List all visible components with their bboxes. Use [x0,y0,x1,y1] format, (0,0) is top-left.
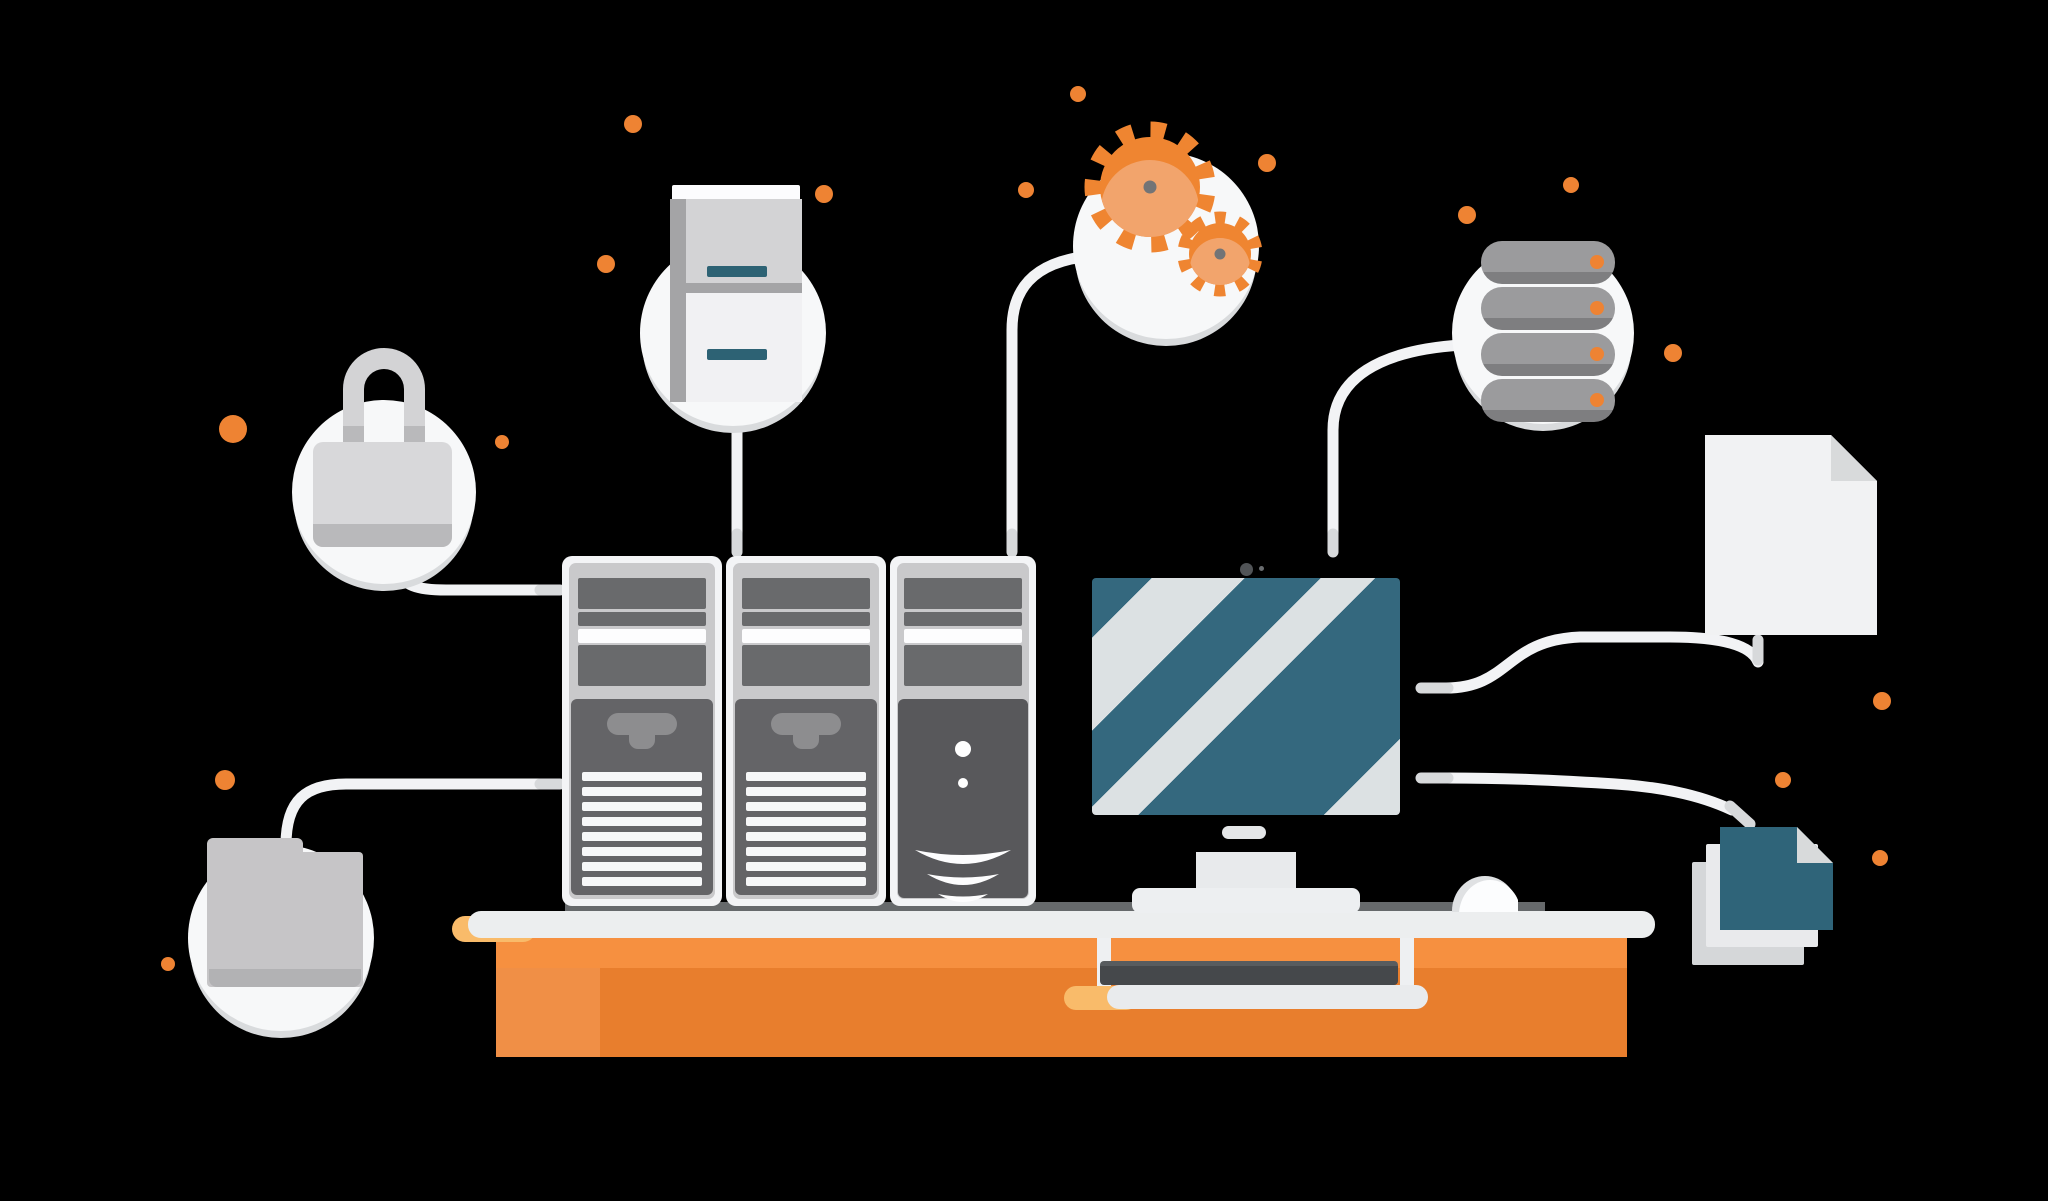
orange-dot [1258,154,1276,172]
padlock-base [313,524,452,547]
desk-back-edge [565,902,1545,912]
orange-dot [1563,177,1579,193]
orange-dot [1070,86,1086,102]
speaker-arcs-icon [915,850,1011,902]
vent-slat [746,772,866,781]
desk-front [496,968,1627,1057]
line-database-to-monitor [1327,339,1468,540]
directory-bubble [188,838,374,1031]
keyboard [1100,961,1398,985]
reset-button [958,778,968,788]
power-button [955,741,971,757]
monitor-neck [1196,852,1296,890]
monitor-base [1132,888,1360,913]
desk-front-top [496,938,1627,968]
processing-bubble [1073,121,1263,339]
line-monitor-to-docstack [1440,772,1738,816]
webcam-led [1259,566,1264,571]
desktop-monitor [1073,556,1419,852]
webcam-icon [1240,563,1253,576]
drive-led [1590,255,1604,269]
padlock-shackle-tip [343,426,364,442]
drive-led [1590,301,1604,315]
orange-dot [1018,182,1034,198]
archive-bubble [640,185,826,426]
tower-handle [607,713,677,735]
orange-dot [1458,206,1476,224]
drive-bay-light [578,629,706,643]
line-gears-to-server [1006,250,1096,540]
drive-led [1590,347,1604,361]
tower-handle [771,713,841,735]
tray-hanger [1400,938,1414,988]
server-tower-2 [726,556,886,906]
drive-led [1590,393,1604,407]
orange-dot [495,435,509,449]
drive-bay [904,645,1022,686]
orange-dot [597,255,615,273]
cabinet-side [670,199,686,402]
padlock-shackle-tip [404,426,425,442]
desk-side-panel [496,968,600,1057]
line-folder-to-server [280,778,546,851]
drive-bay [742,645,870,686]
orange-dot [624,115,642,133]
orange-dot [1873,692,1891,710]
drive-bay-light [742,629,870,643]
folder-base [209,969,361,987]
orange-dot [1872,850,1888,866]
orange-dot [219,415,247,443]
drive-bay-light [904,629,1022,643]
drive-bay [578,578,706,609]
security-bubble [292,348,476,584]
drive-bay [904,612,1022,626]
orange-dot [815,185,833,203]
cabinet-divider [670,283,802,293]
drive-bay [578,612,706,626]
drive-bay [904,578,1022,609]
drawer-handle [707,266,767,277]
orange-dot [215,770,235,790]
drive-bay [742,612,870,626]
keyboard-tray [1107,985,1428,1009]
storage-bubble [1452,241,1634,424]
padlock-shackle-icon [343,348,425,442]
orange-dot [161,957,175,971]
vent-slat [582,772,702,781]
line-monitor-to-document [1440,631,1764,694]
drive-bay [578,645,706,686]
mouse-icon [1452,876,1518,912]
cabinet-drawer-bottom [686,293,802,402]
gears-icon [1084,121,1263,297]
tower-front-panel [898,699,1028,898]
server-tower-3 [890,556,1036,906]
folder-icon [207,852,363,987]
drawer-handle [707,349,767,360]
orange-dot [1664,344,1682,362]
monitor-screen [1092,578,1400,815]
server-tower-1 [562,556,722,906]
desk-tabletop [468,911,1655,938]
orange-dot [1775,772,1791,788]
cabinet-top [672,185,800,201]
monitor-button [1222,826,1266,839]
drive-bay [742,578,870,609]
